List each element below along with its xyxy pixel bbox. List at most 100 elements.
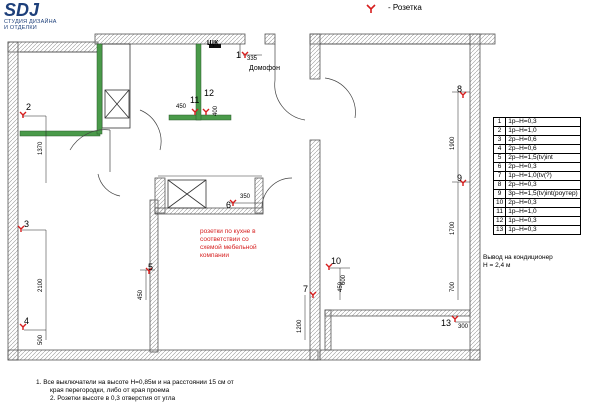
outlet-table-number: 10: [492, 198, 507, 208]
outlet-6: [229, 199, 237, 206]
dim-label-5: 450: [176, 104, 187, 110]
logo-line-2: И ОТДЕЛКИ: [4, 25, 37, 31]
panel-label: ЩК: [207, 40, 219, 47]
partitions: [19, 43, 232, 137]
outlet-markers: [17, 51, 467, 330]
outlet-table-spec: 1р–Н=1,0(tv(?): [505, 171, 582, 181]
outlet-number-5: 5: [148, 262, 154, 272]
logo-mark-text: SDJ: [4, 0, 40, 20]
outlet-table-number: 4: [492, 144, 507, 154]
footnote-line-1: 1. Все выключатели на высоте Н=0,85м и н…: [36, 379, 234, 386]
outlet-1: [241, 51, 249, 58]
outlet-2: [19, 111, 27, 118]
ac-outlet-note: Вывод на кондиционер Н = 2,4 м: [483, 254, 553, 270]
outlet-number-4: 4: [24, 316, 30, 326]
outlet-12: [202, 108, 210, 115]
outlet-table-number: 12: [492, 216, 507, 226]
outlet-table-spec: 1р–Н=1,0: [505, 126, 582, 136]
outlet-table-spec: 2р–Н=0,6: [505, 135, 582, 145]
outlet-4: [19, 323, 27, 330]
outlet-table-spec: 2р–Н=0,3: [505, 198, 582, 208]
dim-label-6: 450: [138, 289, 144, 300]
outlet-table-number: 8: [492, 180, 507, 190]
outlet-8: [459, 91, 467, 98]
outlet-number-2: 2: [26, 102, 32, 112]
outlet-9: [459, 179, 467, 186]
kitchen-outlets-note: розетки по кухне в соответствии со схемо…: [200, 228, 257, 259]
ac-note-line-1: Вывод на кондиционер: [483, 254, 553, 261]
outlet-number-7: 7: [303, 284, 309, 294]
dim-label-1: 335: [247, 56, 258, 62]
dim-label-12: 1900: [450, 136, 456, 150]
outlet-number-8: 8: [457, 84, 463, 94]
dimension-lines: [22, 54, 470, 340]
logo-caption: СТУДИЯ ДИЗАЙНА И ОТДЕЛКИ: [4, 19, 57, 31]
dim-label-8: 350: [240, 194, 251, 200]
footnote: 1. Все выключатели на высоте Н=0,85м и н…: [36, 379, 234, 403]
outlet-table-number: 3: [492, 135, 507, 145]
panel-box: [209, 44, 221, 48]
dim-label-14: 700: [450, 281, 456, 292]
outlet-table-spec: 2р–Н=0,6: [505, 144, 582, 154]
dim-label-7: 400: [213, 105, 219, 116]
logo-mark: SDJ: [4, 0, 40, 20]
dim-label-11: 600: [341, 274, 347, 285]
outlet-table-number: 13: [492, 225, 507, 235]
outlet-table-spec: 2р–Н=0,3: [505, 180, 582, 190]
outlet-7: [309, 291, 317, 298]
outlet-table-spec: 2р–Н=1,5(tv)int: [505, 153, 582, 163]
outlet-number-10: 10: [331, 256, 342, 266]
outlet-table-spec: 3р–Н=1,5(tv)int(роутер): [505, 189, 582, 199]
outlet-number-12: 12: [204, 88, 215, 98]
legend-outlet-icon: [366, 4, 376, 13]
legend-label: - Розетка: [388, 3, 422, 12]
logo-line-1: СТУДИЯ ДИЗАЙНА: [4, 19, 57, 25]
dim-label-10: 1200: [297, 319, 303, 333]
ac-note-line-2: Н = 2,4 м: [483, 262, 511, 269]
dim-label-4: 500: [38, 334, 44, 345]
outlet-5: [145, 267, 153, 274]
outlet-table-spec: 1р–Н=0,3: [505, 117, 582, 127]
outlet-11: [191, 108, 199, 115]
outlet-number-9: 9: [457, 173, 463, 183]
kitchen-niche: [101, 43, 207, 209]
outlet-table-number: 5: [492, 153, 507, 163]
outlet-table-spec: 1р–Н=0,3: [505, 216, 582, 226]
door-swings: [69, 44, 356, 209]
outer-walls: [7, 33, 496, 361]
dim-label-13: 1700: [450, 221, 456, 235]
company-logo: SDJ: [2, 0, 52, 25]
outlet-number-3: 3: [24, 219, 30, 229]
outlet-table-number: 9: [492, 189, 507, 199]
outlet-table-spec: 1р–Н=0,3: [505, 225, 582, 235]
outlet-table-number: 1: [492, 117, 507, 127]
outlet-table-number: 2: [492, 126, 507, 136]
outlet-13: [451, 315, 459, 322]
dim-label-3: 2100: [38, 278, 44, 292]
outlet-table-number: 6: [492, 162, 507, 172]
outlet-number-13: 13: [441, 318, 452, 328]
intercom-label: Домофон: [249, 65, 280, 72]
outlet-table-number: 11: [492, 207, 507, 217]
outlet-number-1: 1: [236, 50, 242, 60]
dim-label-2: 1370: [38, 141, 44, 155]
interior-lines: [20, 43, 470, 177]
outlet-number-6: 6: [226, 200, 232, 210]
outlet-10: [325, 263, 333, 270]
outlet-number-11: 11: [190, 95, 200, 105]
footnote-line-3: 2. Розетки высоте в 0,3 отверстия от угл…: [50, 395, 176, 402]
outlet-table-spec: 2р–Н=0,3: [505, 162, 582, 172]
